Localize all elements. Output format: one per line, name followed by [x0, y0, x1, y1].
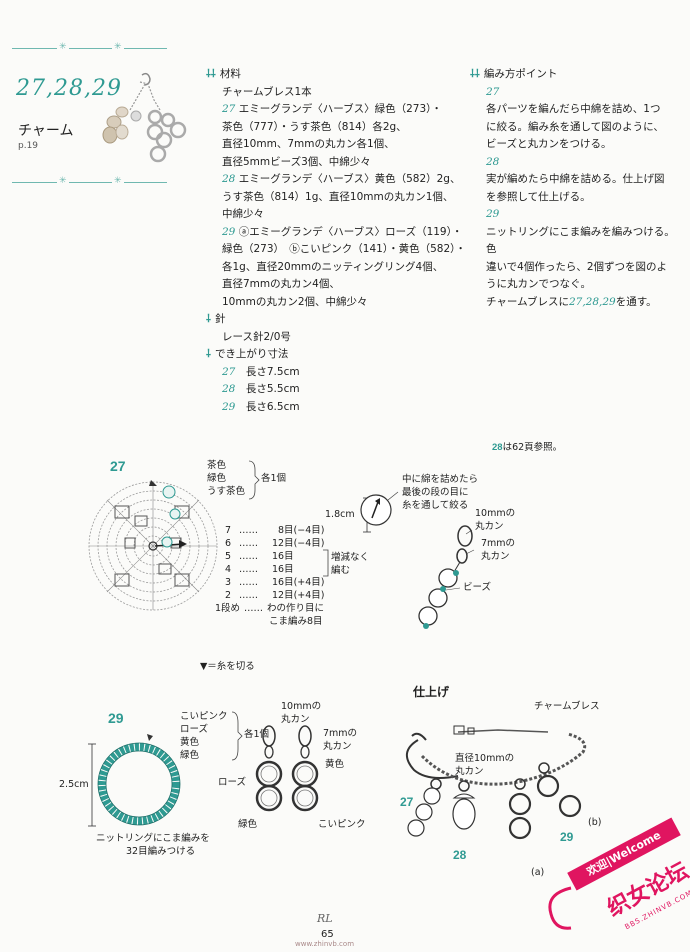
row-item: 2……12目(+4目): [225, 590, 325, 601]
colors-brace-29: [231, 711, 243, 761]
needle-heading: ⸸針: [206, 313, 226, 325]
knit-ring-29: [97, 734, 181, 826]
bracelet-label: チャームブレス: [534, 701, 600, 712]
cut-legend: ▼＝糸を切る: [200, 661, 255, 672]
materials-line: 各1g、直径20mmのニッティングリング4個、: [222, 260, 444, 273]
materials-line: 中綿少々: [222, 208, 264, 220]
materials-line: 28 エミーグランデ〈ハーブス〉黄色（582）2g、: [222, 173, 461, 185]
ring10-label-29: 10mmの丸カン: [281, 701, 322, 725]
watermark-stamp: 欢迎|Welcome 织女论坛 BBS.ZHINVB.COM: [548, 800, 690, 940]
closing-ball: [360, 491, 399, 526]
points-line: ビーズと丸カンをつける。: [486, 138, 612, 150]
diagram-29-each: 各1個: [244, 729, 270, 740]
materials-line: 直径10mm、7mmの丸カン各1個、: [222, 138, 395, 150]
diagram-29-label: 29: [108, 710, 124, 726]
points-section: ⸸⸸編み方ポイント 27 各パーツを編んだら中綿を詰め、1つ に絞る。編み糸を通…: [470, 66, 680, 311]
watermark-small: www.zhinvb.com: [295, 940, 355, 948]
label-yellow: 黄色: [325, 759, 345, 770]
points-line: 違いで4個作ったら、2個ずつを図のよ: [486, 260, 668, 273]
points-line: ニットリングにこま編みを編みつける。色: [486, 225, 675, 256]
row-item-note: こま編み8目: [269, 616, 323, 627]
finish-label-27: 27: [400, 795, 414, 809]
materials-line: 27 エミーグランデ〈ハーブス〉緑色（273）・: [222, 103, 442, 115]
finish-ring-label: 直径10mmの丸カン: [455, 753, 515, 777]
label-rose: ローズ: [218, 777, 247, 788]
ref-28-note: 28は62頁参照。: [492, 442, 563, 453]
points-line: に絞る。編み糸を通して図のように、: [486, 120, 664, 133]
page-subtitle: チャーム: [18, 123, 74, 139]
size-item: 29 長さ6.5cm: [222, 400, 300, 413]
row-item: 7……8目(−4目): [225, 525, 325, 536]
materials-line: 直径7mmの丸カン4個、: [222, 278, 340, 290]
materials-line: チャームブレス1本: [222, 85, 312, 98]
no-change-note: 増減なく編む: [331, 552, 370, 576]
points-line: うに丸カンでつなぐ。: [486, 278, 591, 290]
materials-section: ⸸⸸材料 チャームブレス1本 27 エミーグランデ〈ハーブス〉緑色（273）・ …: [206, 66, 466, 416]
finish-title: 仕上げ: [413, 685, 450, 699]
diagram-29-colors: こいピンク ローズ 黄色 緑色: [180, 711, 228, 761]
materials-line: 29 ⓐエミーグランデ〈ハーブス〉ローズ（119）・: [222, 225, 463, 238]
dimension-29: [88, 743, 96, 827]
diagram-27-each: 各1個: [261, 473, 287, 484]
row-item: 6……12目(−4目): [225, 538, 325, 549]
materials-line: 直径5mmビーズ3個、中綿少々: [222, 155, 371, 168]
page-number: 65: [321, 929, 334, 940]
finish-label-29: 29: [560, 830, 574, 844]
materials-line: 緑色（273） ⓑこいピンク（141）・黄色（582）・: [222, 243, 466, 255]
points-num: 29: [486, 208, 500, 220]
finish-label-b: (b): [588, 817, 602, 828]
points-line: 実が編めたら中綿を詰める。仕上げ図: [486, 173, 665, 185]
size-heading: ⸸でき上がり寸法: [206, 348, 289, 360]
no-change-bracket: [323, 549, 329, 577]
diagram-27-colors: 茶色 緑色 うす茶色: [207, 460, 246, 497]
dimension-27: 1.8cm: [325, 509, 355, 520]
bracelet-illustration: [406, 725, 587, 840]
crochet-chart-27: [88, 480, 218, 611]
ring-pairs-29: [255, 725, 319, 812]
charm-illustration: [102, 72, 187, 163]
label-green: 緑色: [238, 819, 258, 830]
points-line: を参照して仕上げる。: [486, 190, 591, 203]
materials-heading: ⸸⸸材料: [206, 68, 241, 80]
points-num: 27: [486, 85, 500, 98]
size-item: 27 長さ7.5cm: [222, 365, 300, 378]
size-item: 28 長さ5.5cm: [222, 383, 300, 395]
page-reference: p.19: [18, 141, 39, 151]
watermark-swirl: [548, 886, 572, 930]
row-item: 5……16目: [225, 551, 294, 562]
finish-label-a: (a): [531, 867, 545, 878]
bead-chain-27: [418, 525, 475, 629]
page-title: 27,28,29: [16, 76, 122, 101]
row-item: 3……16目(+4目): [225, 577, 325, 588]
points-num: 28: [486, 155, 500, 168]
bead-label-27: ビーズ: [463, 582, 492, 593]
row-item: 1段め……わの作り目に: [215, 603, 325, 614]
needle-value: レース針2/0号: [222, 330, 291, 343]
ring10-label-27: 10mmの丸カン: [475, 508, 516, 532]
row-item: 4……16目: [225, 564, 294, 575]
diagram-27-label: 27: [110, 458, 126, 474]
points-line: 各パーツを編んだら中綿を詰め、1つ: [486, 103, 661, 115]
closing-note: 中に綿を詰めたら最後の段の目に糸を通して絞る: [402, 474, 479, 511]
colors-brace-27: [248, 460, 260, 500]
label-pink: こいピンク: [318, 819, 366, 830]
ring7-label-27: 7mmの丸カン: [481, 538, 516, 562]
materials-line: 茶色（777）・うす茶色（814）各2g、: [222, 120, 407, 133]
materials-line: うす茶色（814）1g、直径10mmの丸カン1個、: [222, 190, 454, 203]
dimension-29-label: 2.5cm: [59, 779, 89, 790]
row-table-27: 7……8目(−4目) 6……12目(−4目) 5……16目 4……16目 3………: [215, 524, 345, 628]
points-heading: ⸸⸸編み方ポイント: [470, 68, 558, 80]
finish-label-28: 28: [453, 848, 467, 862]
footer-logo: RL: [317, 912, 333, 925]
ring7-label-29: 7mmの丸カン: [323, 728, 358, 752]
points-line: チャームブレスに27,28,29を通す。: [486, 295, 657, 308]
materials-line: 10mmの丸カン2個、中綿少々: [222, 295, 368, 308]
